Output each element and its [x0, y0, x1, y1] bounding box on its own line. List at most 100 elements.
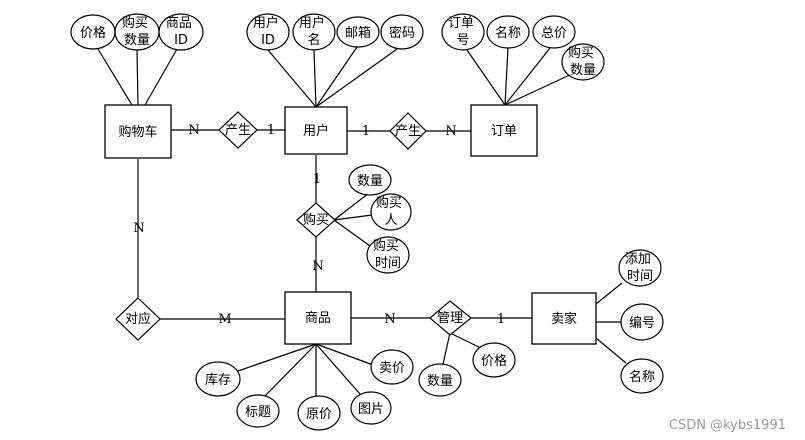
- card-product-manage: N: [384, 312, 395, 327]
- svg-text:用户 名: 用户 名: [299, 15, 329, 48]
- attr-seller-name-label: 名称: [629, 369, 655, 385]
- attr-manage-quantity-label: 数量: [427, 374, 453, 389]
- relationship-produce-left: 产生: [218, 111, 258, 149]
- svg-text:商品 ID: 商品 ID: [166, 16, 196, 48]
- attr-user-id: 用户 ID: [246, 13, 290, 51]
- card-produce-order: N: [445, 124, 456, 139]
- attr-user-password: 密码: [380, 14, 424, 50]
- attr-product-title-label: 标题: [245, 405, 271, 420]
- relationship-produce-right: 产生: [389, 112, 427, 150]
- attr-order-number: 订单 号: [441, 13, 485, 51]
- attr-order-name-label: 名称: [495, 25, 521, 41]
- attr-user-email-label: 邮箱: [345, 25, 371, 41]
- attr-seller-add-time-line2: 时间: [627, 269, 653, 284]
- attr-product-image-label: 图片: [358, 402, 384, 417]
- relationship-produce-left-label: 产生: [225, 123, 251, 138]
- attr-seller-add-time: 添加 时间: [618, 249, 662, 287]
- card-correspond-product: M: [218, 312, 231, 327]
- attr-seller-name: 名称: [620, 358, 664, 394]
- attr-buy-time-line1: 购买: [373, 238, 399, 254]
- entity-seller: 卖家: [531, 292, 597, 345]
- svg-text:订单 号: 订单 号: [448, 16, 478, 48]
- svg-text:购买 人: 购买 人: [376, 195, 406, 228]
- attr-seller-number: 编号: [620, 303, 664, 341]
- relationship-buy: 购买: [296, 202, 336, 238]
- watermark: CSDN @kybs1991: [669, 418, 786, 433]
- entity-cart: 购物车: [104, 104, 172, 159]
- relationship-manage: 管理: [429, 300, 472, 336]
- entity-product: 商品: [284, 291, 352, 345]
- attr-cart-quantity-line1: 购买: [122, 15, 148, 31]
- attr-user-name: 用户 名: [292, 13, 336, 51]
- entity-user: 用户: [284, 106, 348, 155]
- attr-buy-time-line2: 时间: [375, 256, 401, 271]
- attr-cart-quantity-line2: 数量: [124, 33, 150, 48]
- attr-cart-price: 价格: [70, 14, 116, 50]
- cardinalities: N 1 1 N 1 N N M N 1: [133, 123, 505, 327]
- attr-order-number-line2: 号: [456, 33, 469, 48]
- attr-user-email: 邮箱: [336, 16, 380, 48]
- attr-user-name-line1: 用户: [299, 15, 325, 31]
- svg-text:购买 数量: 购买 数量: [568, 45, 598, 78]
- attr-order-number-line1: 订单: [448, 16, 474, 31]
- entity-order: 订单: [470, 104, 538, 157]
- attr-product-stock: 库存: [195, 361, 241, 397]
- attr-buy-buyer-line2: 人: [384, 213, 397, 228]
- attr-product-original-price: 原价: [297, 395, 341, 431]
- relationship-correspond: 对应: [115, 297, 161, 341]
- svg-text:添加 时间: 添加 时间: [625, 252, 655, 284]
- attr-product-sale-price: 卖价: [370, 349, 414, 385]
- attr-product-sale-price-label: 卖价: [379, 361, 405, 376]
- attr-cart-product-id-line1: 商品: [166, 16, 192, 31]
- attr-cart-product-id-line2: ID: [174, 33, 188, 48]
- attr-order-name: 名称: [486, 15, 530, 49]
- relationship-manage-label: 管理: [437, 311, 463, 326]
- attr-user-password-label: 密码: [389, 25, 415, 41]
- attr-seller-number-label: 编号: [629, 316, 655, 331]
- attr-cart-product-id: 商品 ID: [158, 13, 204, 51]
- attr-order-total-label: 总价: [541, 26, 567, 41]
- attr-order-quantity-line2: 数量: [570, 63, 596, 78]
- svg-text:用户 ID: 用户 ID: [253, 15, 283, 48]
- entity-user-label: 用户: [303, 123, 329, 139]
- relationship-produce-right-label: 产生: [395, 124, 421, 139]
- attr-order-total: 总价: [532, 15, 576, 49]
- attr-seller-add-time-line1: 添加: [625, 252, 651, 267]
- card-produce-user: 1: [267, 123, 275, 138]
- attr-order-quantity-line1: 购买: [568, 45, 594, 61]
- entity-cart-label: 购物车: [118, 124, 157, 140]
- card-cart-produce: N: [188, 123, 199, 138]
- svg-text:购买 数量: 购买 数量: [122, 15, 152, 48]
- card-buy-product: N: [312, 259, 323, 274]
- card-cart-correspond: N: [133, 221, 144, 236]
- attr-buy-quantity-label: 数量: [357, 174, 383, 189]
- attr-cart-price-label: 价格: [80, 25, 106, 41]
- attr-product-stock-label: 库存: [205, 372, 231, 388]
- attr-buy-buyer-line1: 购买: [376, 195, 402, 211]
- card-manage-seller: 1: [497, 312, 505, 327]
- attr-order-quantity: 购买 数量: [561, 43, 605, 81]
- attr-manage-price-label: 价格: [481, 353, 507, 369]
- attr-user-id-line1: 用户: [253, 15, 279, 31]
- relationship-buy-label: 购买: [303, 212, 329, 228]
- attr-product-title: 标题: [236, 394, 280, 428]
- entity-seller-label: 卖家: [551, 311, 577, 327]
- attr-buy-quantity: 数量: [348, 164, 392, 196]
- attr-manage-price: 价格: [472, 342, 516, 378]
- attr-product-image: 图片: [350, 391, 392, 425]
- attr-buy-buyer: 购买 人: [370, 193, 412, 231]
- edges: [97, 46, 627, 397]
- attr-product-original-price-label: 原价: [306, 407, 332, 422]
- card-user-buy: 1: [313, 172, 321, 187]
- svg-text:购买 时间: 购买 时间: [373, 238, 403, 271]
- card-user-produce: 1: [362, 124, 370, 139]
- attr-user-id-line2: ID: [261, 33, 275, 48]
- attr-cart-quantity: 购买 数量: [114, 13, 160, 51]
- attr-buy-time: 购买 时间: [366, 236, 410, 274]
- entity-order-label: 订单: [491, 124, 517, 139]
- relationship-correspond-label: 对应: [125, 311, 151, 327]
- entity-product-label: 商品: [305, 311, 331, 326]
- attr-user-name-line2: 名: [307, 32, 320, 48]
- attr-manage-quantity: 数量: [418, 363, 462, 397]
